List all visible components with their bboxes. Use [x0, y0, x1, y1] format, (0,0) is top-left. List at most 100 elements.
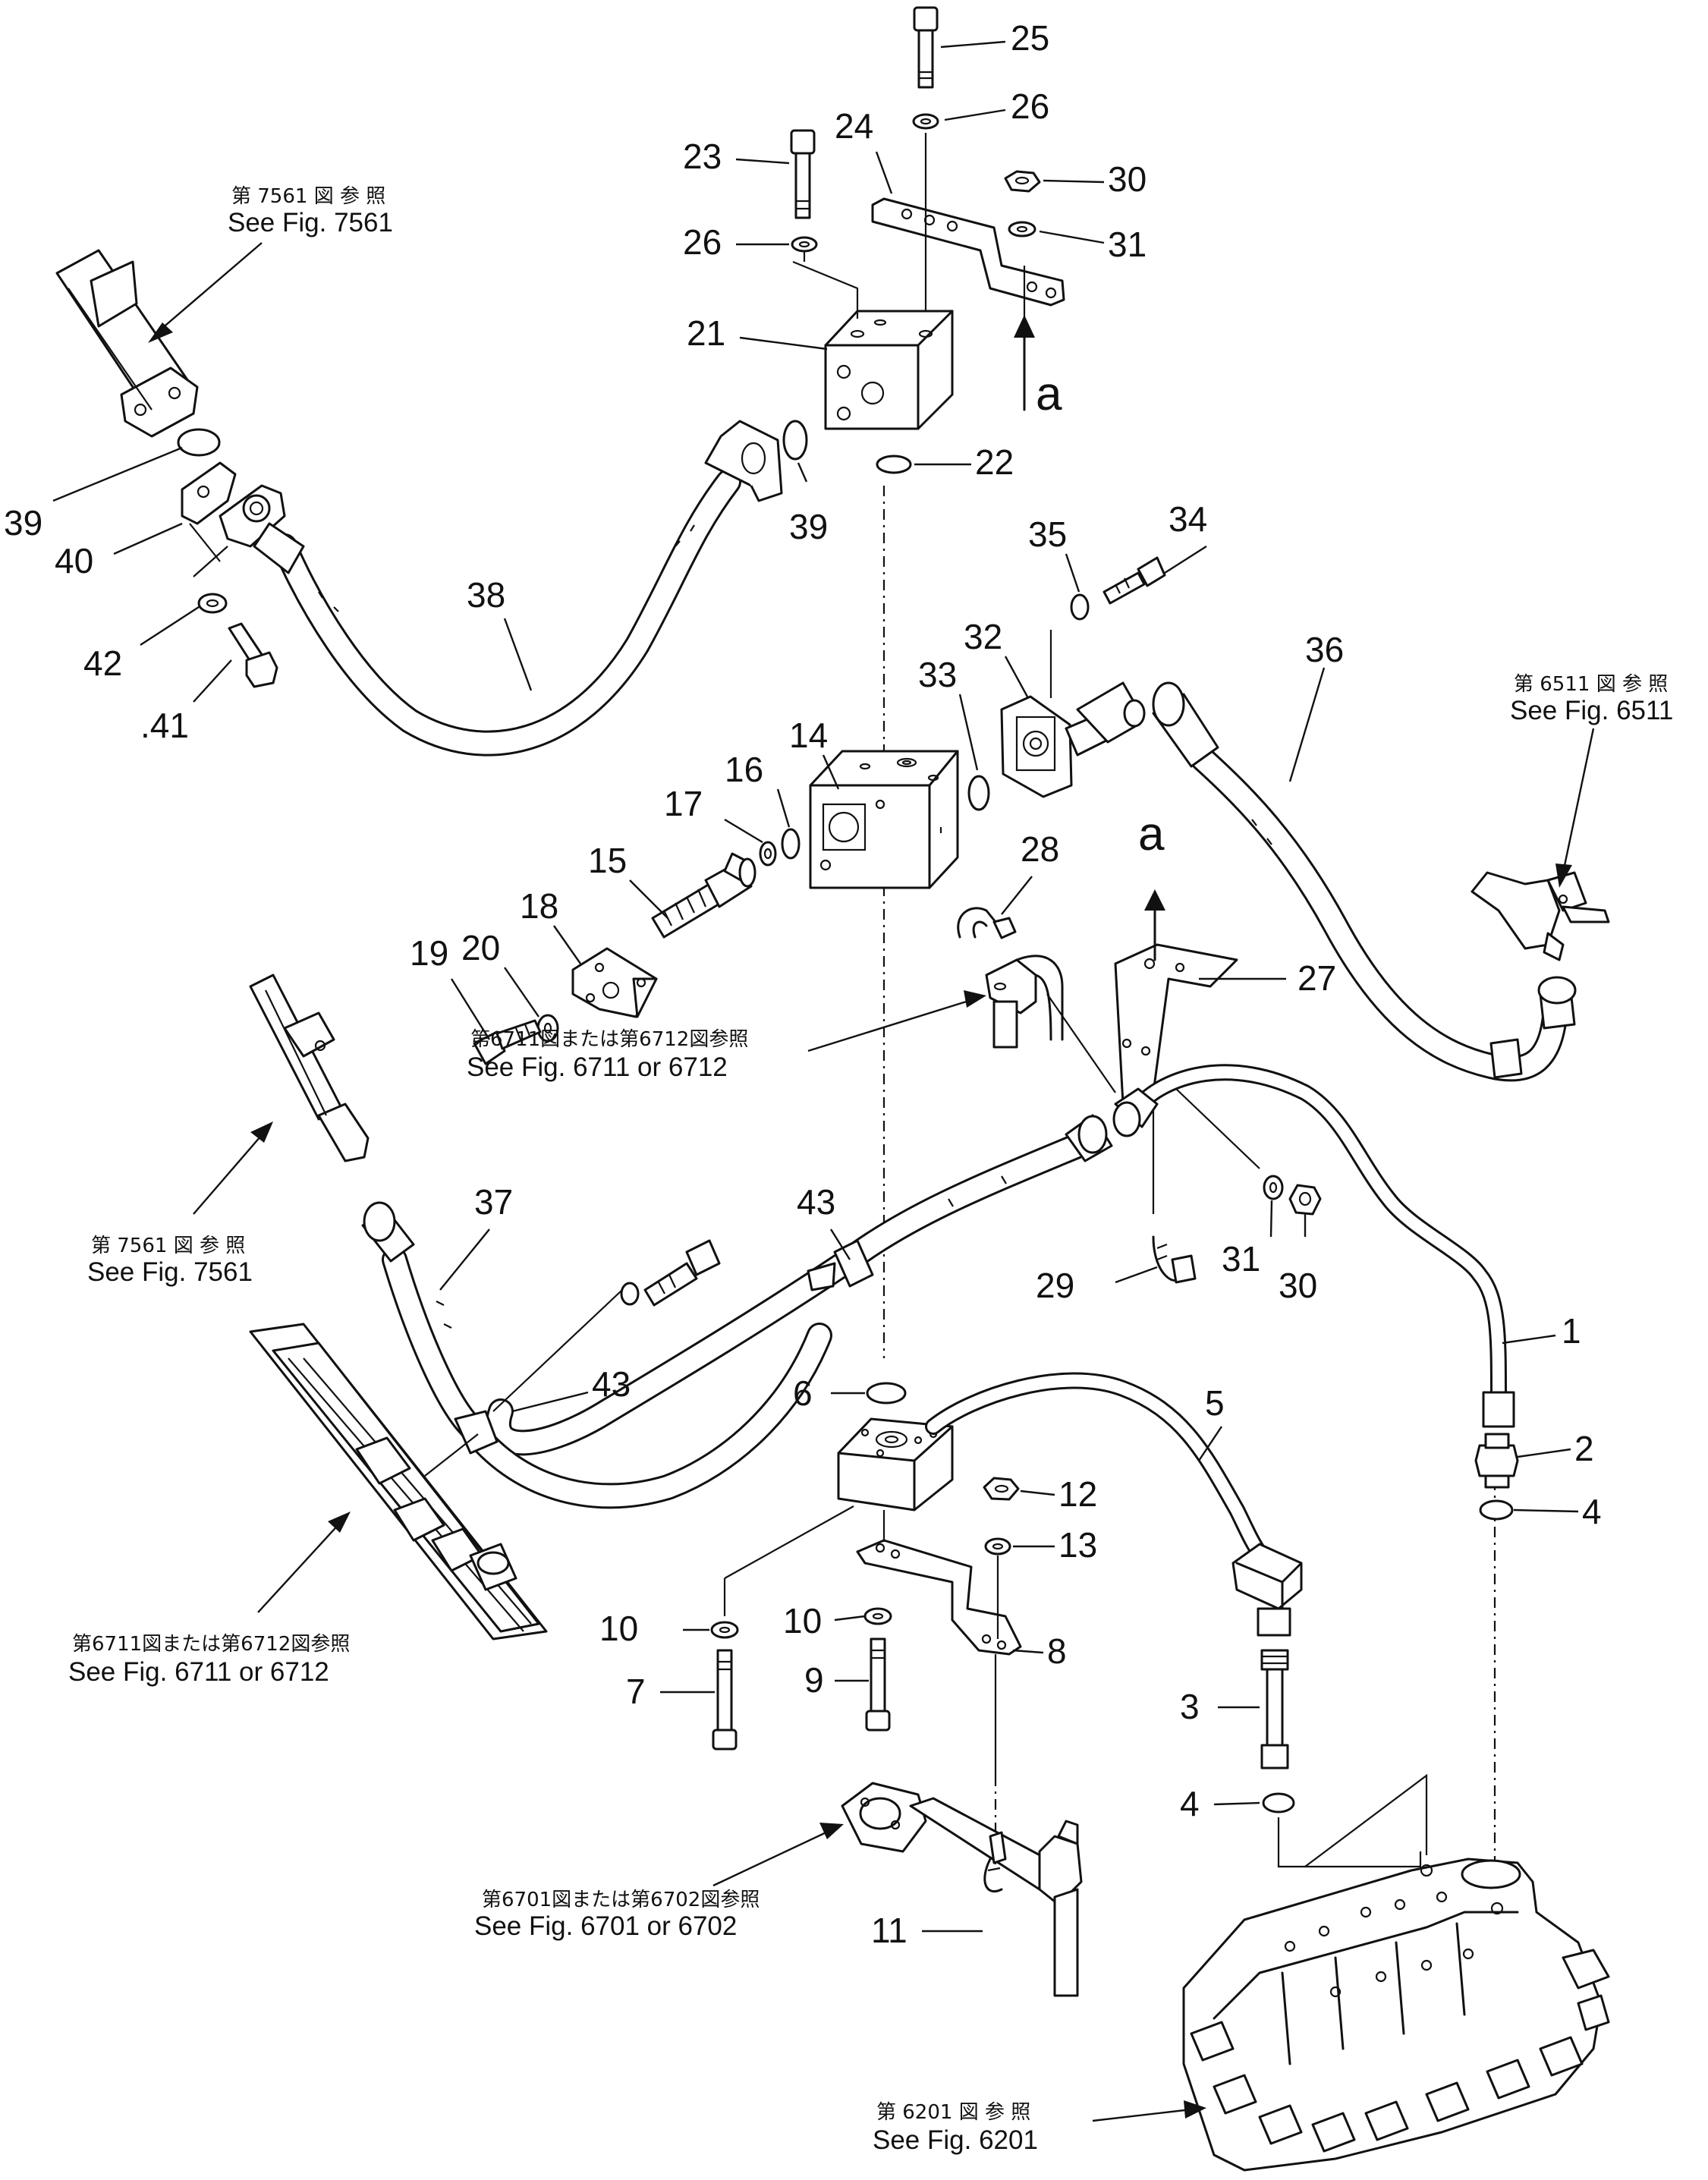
split-flange-part-40 [181, 461, 286, 548]
label-part-29: 29 [1036, 1266, 1074, 1305]
label-part-20: 20 [461, 928, 500, 967]
label-part-38: 38 [467, 575, 505, 615]
label-part-19: 19 [410, 933, 448, 973]
ref-6701-en: See Fig. 6701 or 6702 [474, 1911, 737, 1941]
washer-part-31 [1263, 1175, 1284, 1200]
nut-part-30 [1288, 1184, 1322, 1216]
washer-part-10-left [710, 1621, 739, 1639]
label-a-mid: a [1138, 808, 1165, 860]
hose-part-36 [1152, 681, 1577, 1082]
reference-notes: 第 7561 図 参 照 See Fig. 7561 第 6511 図 参 照 … [68, 185, 1673, 2155]
arrow-a-top [1014, 315, 1035, 411]
ref-6701-jp: 第6701図または第6702図参照 [482, 1889, 760, 1911]
pipe-3-to-valve-line [1277, 1817, 1422, 1868]
bolt-part-43 [643, 1239, 721, 1307]
label-part-42: 42 [83, 643, 122, 683]
banjo-part-29 [1152, 1235, 1197, 1284]
ref-6711-mid-jp: 第6711図または第6712図参照 [470, 1028, 748, 1051]
label-part-8: 8 [1047, 1631, 1067, 1671]
part-labels: 25 26 23 24 26 30 31 a 21 22 39 39 40 42… [4, 18, 1602, 1950]
label-part-26-lower: 26 [683, 222, 722, 262]
label-part-9: 9 [804, 1660, 824, 1700]
hose-part-43-upper [486, 1114, 1113, 1456]
flange-block-part-5 [837, 1417, 954, 1512]
label-part-18: 18 [520, 886, 558, 926]
banjo-part-28 [957, 907, 1017, 939]
fitting-fig-6711-mid [985, 955, 1064, 1049]
label-part-16: 16 [725, 750, 763, 789]
bolt-part-41 [228, 622, 278, 688]
label-part-30: 30 [1279, 1266, 1317, 1305]
label-part-21: 21 [687, 313, 725, 353]
nut-part-30-top [1004, 170, 1041, 193]
label-part-10-right: 10 [783, 1601, 822, 1641]
ref-6201-jp: 第 6201 図 参 照 [876, 2101, 1030, 2124]
control-valve-fig-6201 [1182, 1858, 1610, 2172]
label-part-41: .41 [140, 706, 189, 745]
hose-part-37 [361, 1201, 832, 1509]
fitting-fig-7561-mid [249, 974, 370, 1162]
bolt-part-7 [712, 1649, 738, 1751]
label-part-26: 26 [1011, 87, 1049, 126]
washer-part-43-clamp [620, 1282, 640, 1306]
nipple-part-3 [1260, 1649, 1289, 1769]
arrow-7561-top-icon [148, 322, 173, 343]
arrow-6711-low-icon [328, 1512, 351, 1533]
o-ring-part-4-right [1479, 1499, 1514, 1521]
o-ring-part-39-left [177, 428, 221, 457]
ref-6711-low-jp: 第6711図または第6712図参照 [72, 1633, 350, 1656]
washer-part-26-top [912, 113, 939, 130]
ref-6511-jp: 第 6511 図 参 照 [1514, 673, 1668, 696]
label-part-12: 12 [1058, 1474, 1097, 1514]
arrow-7561-mid-icon [250, 1121, 273, 1143]
label-part-30-top: 30 [1108, 159, 1147, 199]
hose-part-38 [253, 420, 783, 757]
relief-valve-part-15 [651, 852, 756, 939]
nut-part-12 [983, 1477, 1020, 1501]
ref-6511-en: See Fig. 6511 [1510, 696, 1673, 725]
label-part-23: 23 [683, 137, 722, 176]
fitting-fig-6511 [1471, 871, 1610, 961]
washer-part-13 [984, 1537, 1011, 1556]
label-part-33: 33 [918, 655, 957, 694]
label-a-top: a [1036, 368, 1062, 420]
ref-6711-low-en: See Fig. 6711 or 6712 [68, 1657, 329, 1687]
label-part-1: 1 [1562, 1311, 1581, 1351]
arrow-6511-icon [1555, 864, 1572, 888]
bolt-part-23 [790, 129, 816, 219]
label-part-4-right: 4 [1582, 1492, 1602, 1531]
fitting-fig-6701 [841, 1782, 1083, 1997]
label-part-11: 11 [871, 1911, 907, 1950]
label-part-40: 40 [55, 541, 93, 580]
label-part-25: 25 [1011, 18, 1049, 58]
label-part-39-right: 39 [789, 507, 828, 546]
label-part-39-left: 39 [4, 503, 42, 543]
washer-part-31-top [1008, 221, 1036, 238]
valve-assembly-fig-6711-lower [249, 1323, 548, 1641]
label-part-27: 27 [1298, 958, 1336, 998]
washer-part-35 [1070, 593, 1090, 621]
label-part-6: 6 [793, 1373, 813, 1413]
bolt-part-9 [865, 1637, 891, 1732]
bracket-part-24 [871, 197, 1065, 307]
arrow-6711-mid-icon [964, 990, 986, 1008]
bolt-part-34 [1102, 556, 1166, 605]
adapter-part-2 [1474, 1433, 1519, 1489]
pipe-part-1 [1112, 1064, 1515, 1428]
label-part-14: 14 [789, 716, 828, 755]
label-part-4-lower: 4 [1180, 1784, 1200, 1823]
ref-6711-mid-en: See Fig. 6711 or 6712 [467, 1052, 728, 1082]
ref-7561-mid-en: See Fig. 7561 [87, 1257, 253, 1287]
bolt-part-25 [913, 6, 939, 89]
flange-fitting-fig-7561-top [55, 249, 199, 438]
label-part-15: 15 [588, 841, 627, 880]
washer-part-42 [197, 593, 228, 614]
label-part-13: 13 [1058, 1525, 1097, 1565]
label-part-17: 17 [664, 784, 703, 823]
bolt-part-19 [473, 1019, 542, 1065]
label-part-3: 3 [1180, 1687, 1200, 1726]
pipe-part-5 [925, 1372, 1303, 1637]
o-ring-part-6 [866, 1382, 907, 1405]
ref-7561-top-jp: 第 7561 図 参 照 [231, 185, 385, 208]
